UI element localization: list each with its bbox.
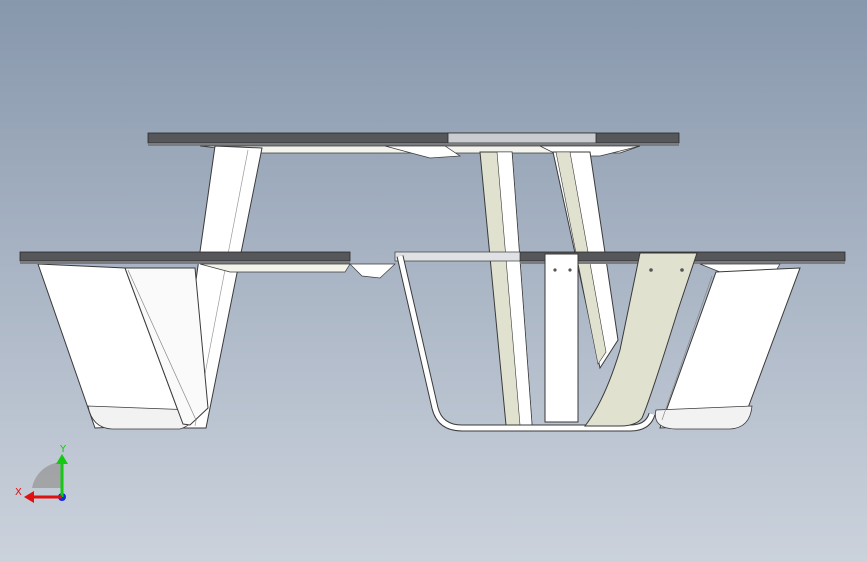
left-bench-seat[interactable] [19, 251, 396, 279]
rear-support-panel[interactable] [544, 253, 579, 423]
table-top[interactable] [147, 132, 680, 146]
x-axis-icon [24, 491, 62, 503]
x-axis-label: X [15, 487, 22, 498]
center-bench-support[interactable] [396, 255, 656, 432]
y-axis-icon [56, 454, 68, 497]
y-axis-label: Y [59, 444, 67, 455]
right-bench-frame[interactable] [655, 267, 801, 430]
coordinate-triad: Y X [12, 440, 82, 510]
left-bench-frame[interactable] [37, 263, 209, 430]
center-leg[interactable] [479, 151, 533, 426]
diagonal-bench-panel[interactable] [583, 252, 698, 427]
